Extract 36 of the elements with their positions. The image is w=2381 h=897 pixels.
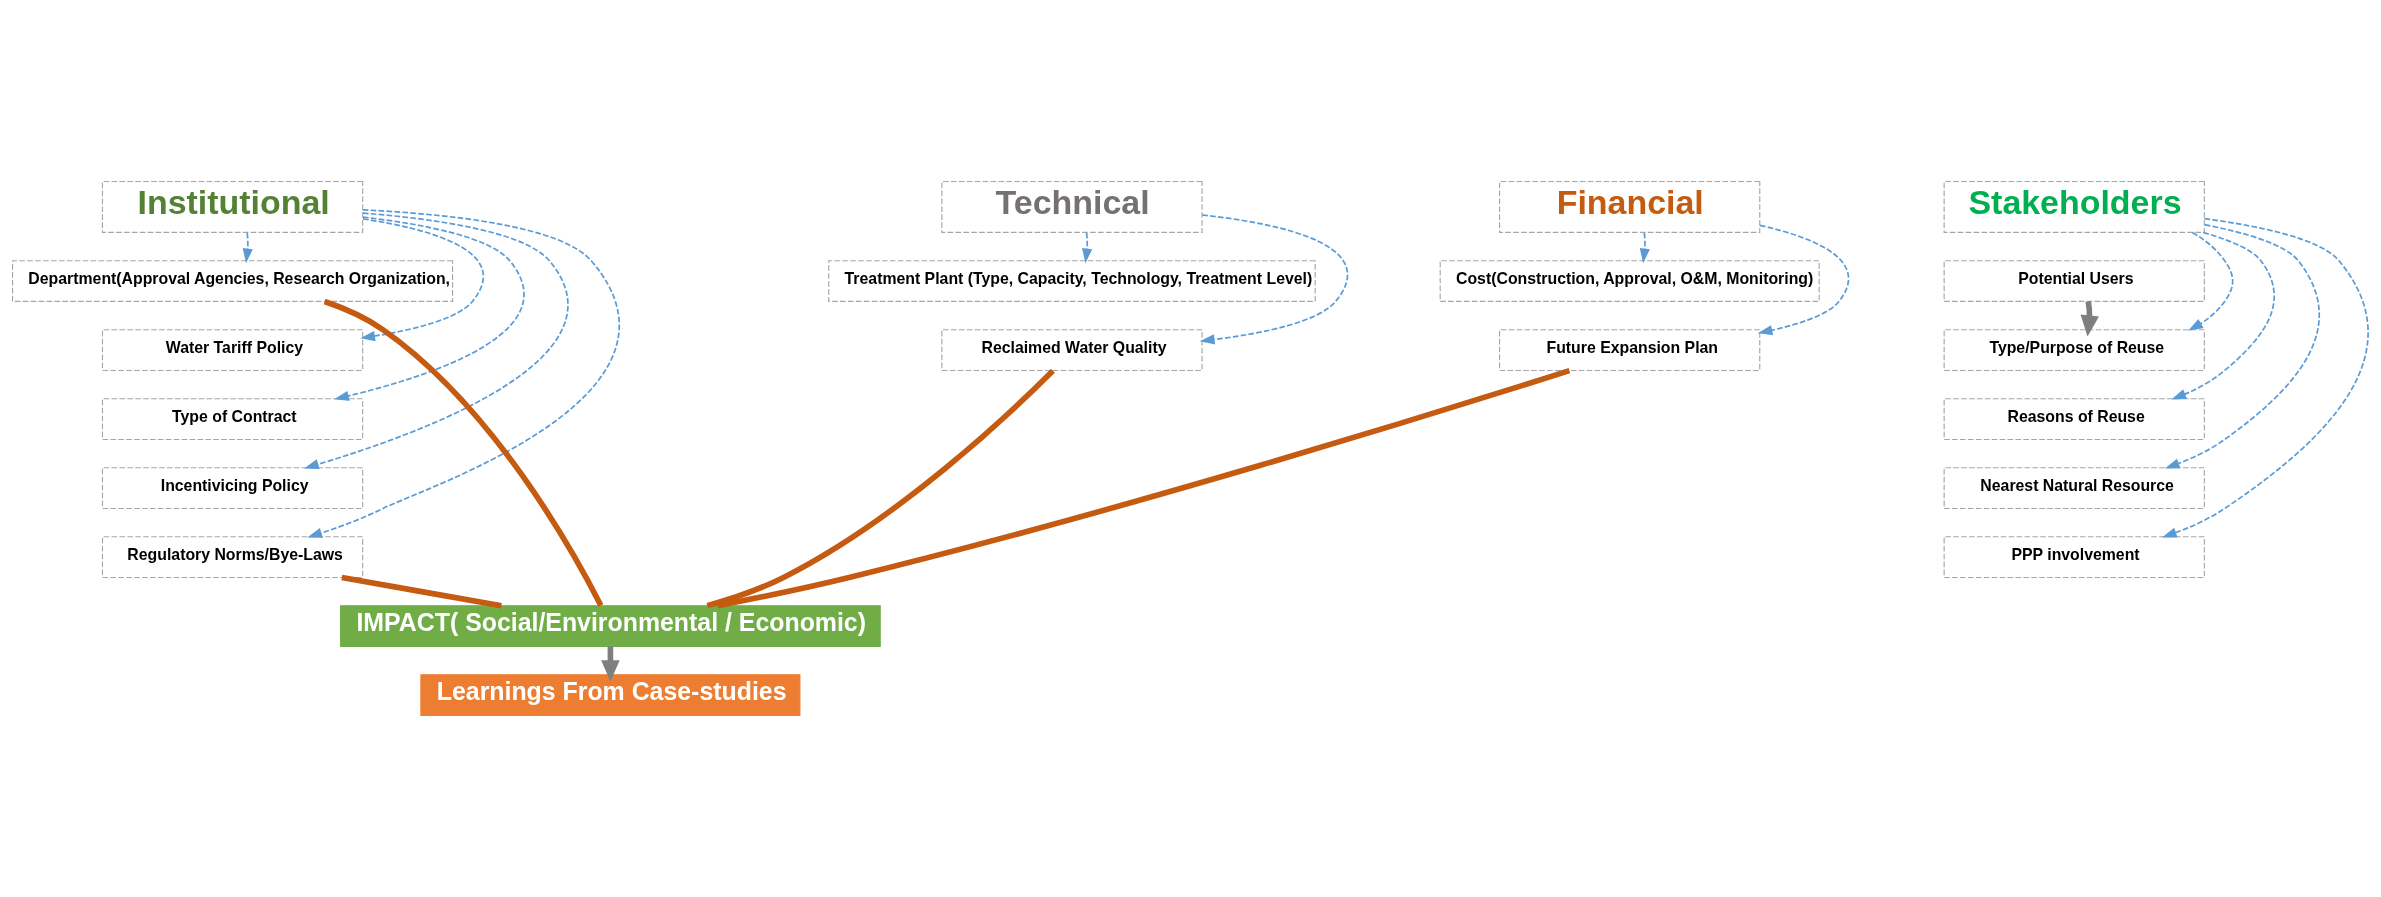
node-box: Nearest Natural Resource <box>1943 467 2205 510</box>
node-box: Institutional <box>101 180 364 233</box>
node-box: Incentivicing Policy <box>101 467 364 510</box>
node-box: Reasons of Reuse <box>1943 398 2205 440</box>
node-box: Treatment Plant (Type, Capacity, Technology, Treatment Level) <box>828 260 1316 302</box>
connector <box>706 368 1055 609</box>
arrow <box>1082 232 1093 264</box>
arrow <box>334 216 525 401</box>
arrow <box>360 218 484 342</box>
node-box: Technical <box>941 180 1203 233</box>
connector <box>716 367 1571 609</box>
arrow <box>2164 223 2320 469</box>
node-box: Potential Users <box>1943 260 2205 302</box>
arrow <box>304 212 569 470</box>
arrow <box>2171 231 2275 400</box>
node-box: Financial <box>1499 180 1761 233</box>
node-box: Future Expansion Plan <box>1499 329 1761 371</box>
arrow <box>242 232 253 264</box>
node-box: Regulatory Norms/Bye-Laws <box>101 536 364 579</box>
node-box: IMPACT( Social/Environmental / Economic) <box>340 605 881 648</box>
node-box: Reclaimed Water Quality <box>941 329 1203 371</box>
connector <box>341 574 502 609</box>
node-box: Department(Approval Agencies, Research Organization, <box>12 260 454 302</box>
arrow <box>1639 232 1650 264</box>
node-box: PPP involvement <box>1943 536 2205 579</box>
arrow <box>1199 214 1349 345</box>
arrow <box>2161 217 2369 538</box>
arrow <box>2188 231 2234 331</box>
node-box: Cost(Construction, Approval, O&M, Monitoring) <box>1439 260 1820 302</box>
arrow <box>1757 224 1850 336</box>
node-box: Stakeholders <box>1943 180 2205 233</box>
node-box: Learnings From Case-studies <box>420 674 801 717</box>
node-box: Water Tariff Policy <box>101 329 364 371</box>
node-box: Type/Purpose of Reuse <box>1943 329 2205 371</box>
node-box: Type of Contract <box>101 398 364 440</box>
arrow <box>307 209 621 538</box>
